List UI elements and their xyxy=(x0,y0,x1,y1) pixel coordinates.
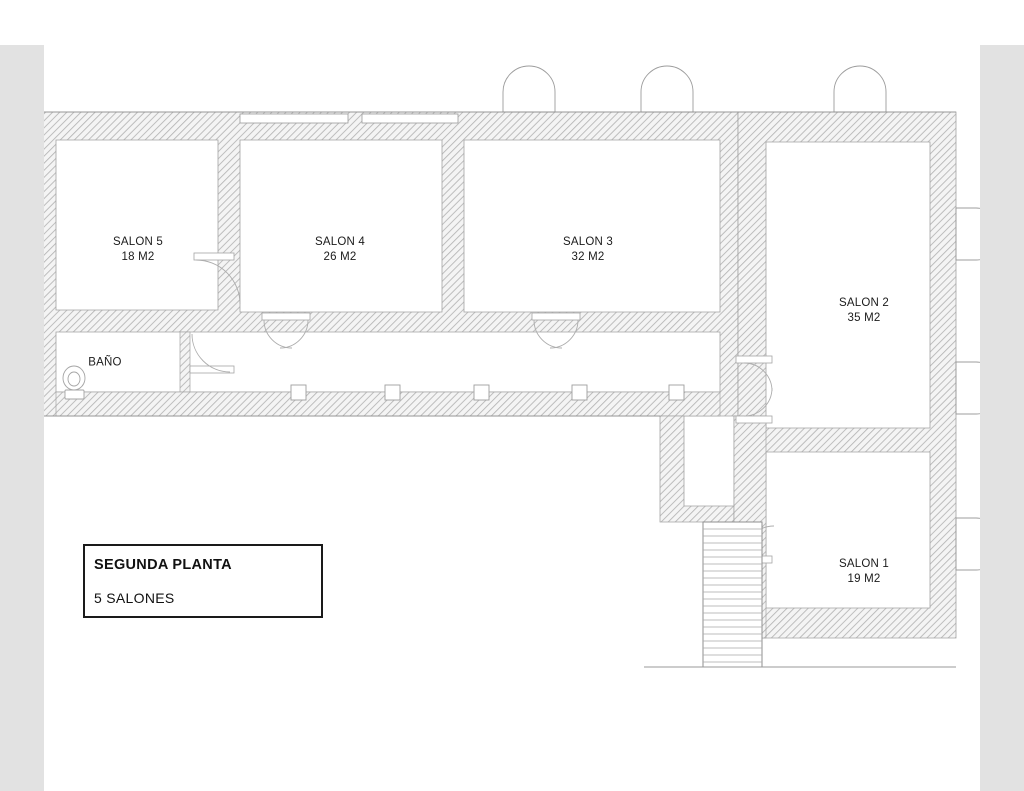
bay-window-top-1 xyxy=(502,65,556,113)
top-wall-windows xyxy=(239,113,459,124)
page-margin-left xyxy=(0,45,44,791)
corridor-pilasters xyxy=(290,384,685,401)
pilaster xyxy=(668,384,685,401)
bay-windows-right xyxy=(955,207,980,571)
bay-window-right-2 xyxy=(955,361,980,415)
window xyxy=(361,113,459,124)
page-margin-right xyxy=(980,45,1024,791)
bano-partition-wall xyxy=(179,331,191,393)
bay-windows-top xyxy=(502,65,887,113)
door-bano xyxy=(189,333,235,374)
pilaster xyxy=(384,384,401,401)
pilaster xyxy=(473,384,490,401)
door-salon2-double xyxy=(735,355,773,424)
legend-box: SEGUNDA PLANTA 5 SALONES xyxy=(83,544,323,618)
drawing-sheet: SALON 5 18 M2 SALON 4 26 M2 SALON 3 32 M… xyxy=(44,0,980,791)
bay-window-top-3 xyxy=(833,65,887,113)
legend-title: SEGUNDA PLANTA xyxy=(94,557,232,573)
boundary-outline xyxy=(44,111,956,417)
staircase xyxy=(644,521,956,668)
pilaster xyxy=(571,384,588,401)
floor-plan-drawing xyxy=(44,40,980,760)
door-salon5 xyxy=(193,252,241,305)
legend-subtitle: 5 SALONES xyxy=(94,590,175,606)
stair-outline xyxy=(702,521,763,668)
bay-window-right-1 xyxy=(955,207,980,261)
door-salon4-double xyxy=(261,312,311,349)
door-salon3-double xyxy=(531,312,581,349)
stair-treads xyxy=(703,528,762,663)
plan-final xyxy=(44,40,980,760)
bay-window-right-3 xyxy=(955,517,980,571)
toilet-icon xyxy=(62,365,86,400)
bay-window-top-2 xyxy=(640,65,694,113)
window xyxy=(239,113,349,124)
pilaster xyxy=(290,384,307,401)
